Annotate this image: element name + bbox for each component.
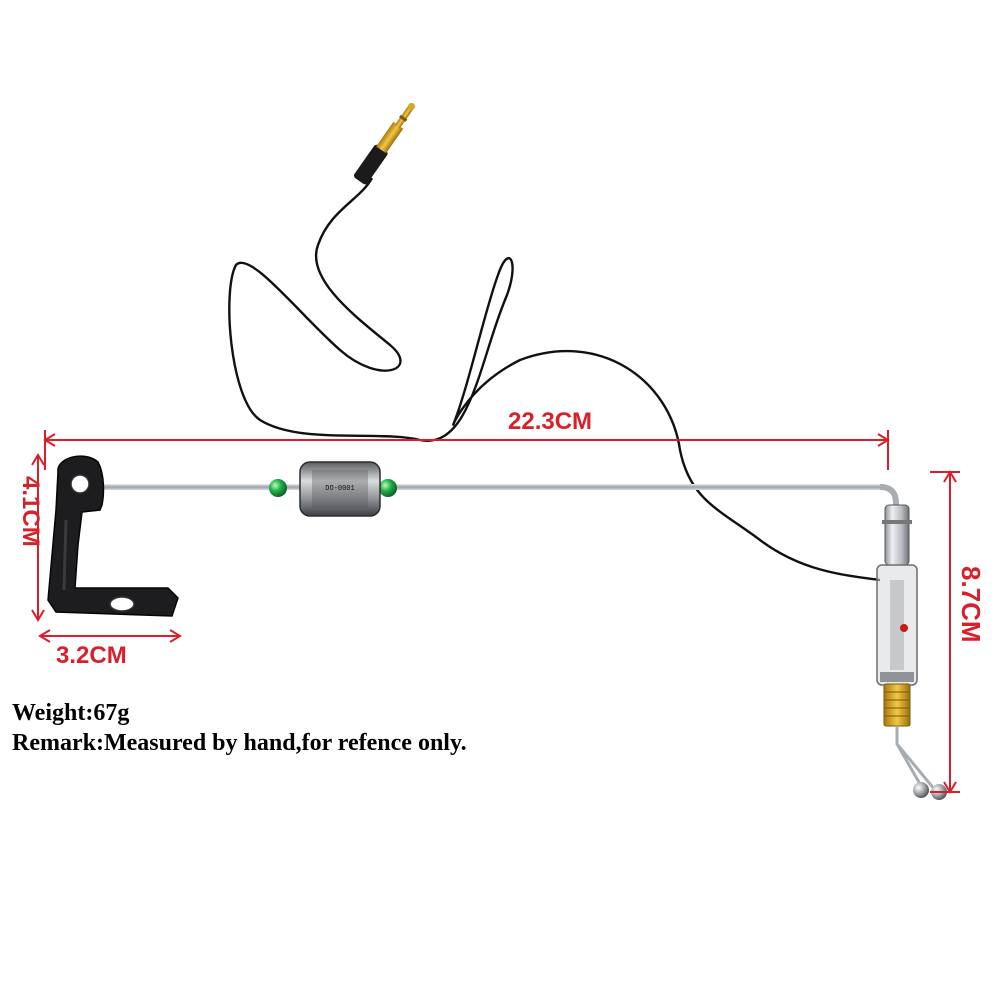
bracket-height-label: 4.1CM [17, 476, 44, 547]
remark-note: Remark:Measured by hand,for refence only… [12, 730, 467, 756]
dimension-lines [31, 430, 960, 794]
weight-note: Weight:67g [12, 700, 130, 726]
hanger-height-label: 8.7CM [956, 566, 986, 643]
main-rod [95, 484, 885, 490]
bracket-width-label: 3.2CM [56, 642, 127, 669]
rod-bend [879, 484, 899, 520]
sliding-weight: DO-0001 [299, 461, 381, 517]
mounting-bracket [47, 455, 179, 617]
hanger-head [876, 504, 947, 800]
svg-text:DO-0001: DO-0001 [325, 485, 354, 493]
cable [228, 177, 881, 582]
bead-right [379, 479, 397, 497]
bead-left [269, 479, 287, 497]
overall-length-label: 22.3CM [508, 408, 593, 435]
jack-plug-icon [353, 102, 416, 185]
notes: Weight:67g Remark:Measured by hand,for r… [12, 698, 467, 758]
